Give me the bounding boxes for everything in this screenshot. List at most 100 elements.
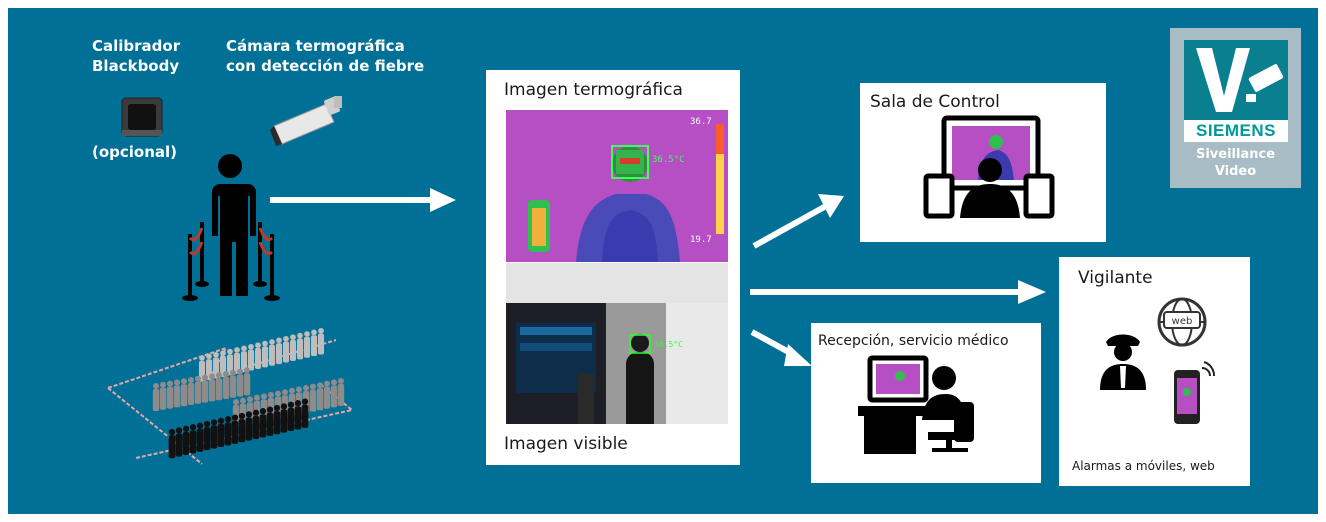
queue-person-head <box>301 398 309 405</box>
reception-title: Recepción, servicio médico <box>818 333 1009 349</box>
queue-person-head <box>297 332 303 339</box>
queue-crowd-icon <box>107 327 355 465</box>
queue-person-head <box>174 379 180 386</box>
queue-person-body <box>243 373 251 396</box>
thermal-reading-bottom: 19.7 <box>690 235 712 245</box>
queue-person-body <box>245 417 253 441</box>
queue-person-head <box>304 331 310 337</box>
queue-person-head <box>209 373 215 380</box>
queue-person-body <box>203 427 211 451</box>
queue-person-body <box>289 340 297 361</box>
queue-person-body <box>194 381 202 404</box>
queue-person-head <box>290 334 296 341</box>
queue-person-head <box>233 399 239 405</box>
queue-person-body <box>247 349 255 371</box>
queue-person-body <box>152 389 160 411</box>
visible-image-title: Imagen visible <box>504 434 628 454</box>
queue-person-body <box>266 412 274 436</box>
queue-person-head <box>237 368 243 375</box>
thermal-image-title: Imagen termográfica <box>504 80 683 100</box>
siveillance-product-label: Siveillance Video <box>1195 147 1276 179</box>
queue-person-head <box>217 417 225 424</box>
queue-person-head <box>223 371 229 377</box>
queue-person-body <box>224 422 232 446</box>
queue-person-head <box>203 420 211 428</box>
queue-person-head <box>213 351 219 358</box>
queue-person-body <box>168 435 176 459</box>
queue-person-body <box>303 336 311 358</box>
queue-person-head <box>287 401 295 408</box>
queue-person-body <box>309 389 317 412</box>
queue-person-body <box>275 343 283 365</box>
queue-person-head <box>240 397 246 404</box>
siemens-brand: SIEMENS <box>1195 121 1277 140</box>
queue-person-head <box>234 347 240 353</box>
queue-person-head <box>182 425 190 432</box>
queue-person-head <box>160 381 166 388</box>
camera-label: Cámara termográfica con detección de fie… <box>226 37 425 75</box>
reception-box <box>811 323 1041 483</box>
queue-person-head <box>317 382 323 389</box>
queue-person-head <box>252 409 260 416</box>
queue-person-head <box>338 378 344 384</box>
queue-person-body <box>296 338 304 360</box>
queue-person-head <box>294 400 302 407</box>
security-guard-icon <box>1100 334 1146 390</box>
queue-person-body <box>287 407 295 432</box>
queue-person-body <box>240 351 248 373</box>
arrow-to-control-room <box>752 194 844 249</box>
visible-image: 36.5°C <box>506 263 728 424</box>
thermal-reading-top: 36.7 <box>690 117 712 127</box>
queue-person-body <box>236 374 244 397</box>
queue-person-body <box>261 346 269 368</box>
queue-person-body <box>159 387 167 410</box>
queue-person-head <box>188 377 194 383</box>
queue-person-head <box>247 396 253 403</box>
queue-person-head <box>248 343 254 350</box>
queue-person-body <box>310 335 318 357</box>
queue-person-head <box>231 414 239 421</box>
queue-person-head <box>181 378 187 385</box>
queue-person-body <box>175 433 183 457</box>
guard-box <box>1059 257 1250 486</box>
queue-person-head <box>261 393 267 400</box>
queue-person-head <box>310 383 316 390</box>
queue-person-head <box>210 419 218 426</box>
thermal-camera-icon <box>270 96 342 146</box>
queue-person-head <box>324 380 330 387</box>
queue-person-body <box>280 409 288 433</box>
guard-title: Vigilante <box>1078 268 1153 288</box>
queue-person-head <box>266 406 274 413</box>
queue-person-body <box>317 333 325 355</box>
blackbody-calibrator-icon <box>121 97 163 137</box>
queue-person-body <box>226 354 234 376</box>
queue-person-body <box>259 414 267 438</box>
queue-person-head <box>296 386 302 393</box>
queue-person-body <box>316 388 324 411</box>
queue-person-body <box>238 419 246 443</box>
reception-icon <box>858 355 974 454</box>
queue-person-body <box>268 344 276 366</box>
queue-person-head <box>202 374 208 381</box>
queue-person-body <box>217 423 225 448</box>
queue-person-head <box>259 408 267 415</box>
queue-person-body <box>233 352 241 374</box>
queue-person-head <box>195 375 201 382</box>
queue-person-head <box>189 424 197 431</box>
queue-person-head <box>220 350 226 357</box>
v-camera-icon <box>1184 40 1288 120</box>
control-room-title: Sala de Control <box>870 92 1000 112</box>
queue-person-body <box>180 384 188 407</box>
calibrator-label: Calibrador Blackbody <box>92 37 181 75</box>
queue-person-body <box>323 386 331 409</box>
queue-person-body <box>208 379 216 402</box>
queue-person-head <box>273 404 281 412</box>
queue-person-head <box>269 339 275 345</box>
web-globe-icon: web <box>1157 297 1207 347</box>
queue-person-head <box>206 353 212 360</box>
queue-person-head <box>303 385 309 391</box>
arrow-to-reception <box>750 329 812 366</box>
queue-person-head <box>283 335 289 342</box>
queue-person-body <box>294 406 302 430</box>
guard-footer: Alarmas a móviles, web <box>1072 459 1215 473</box>
